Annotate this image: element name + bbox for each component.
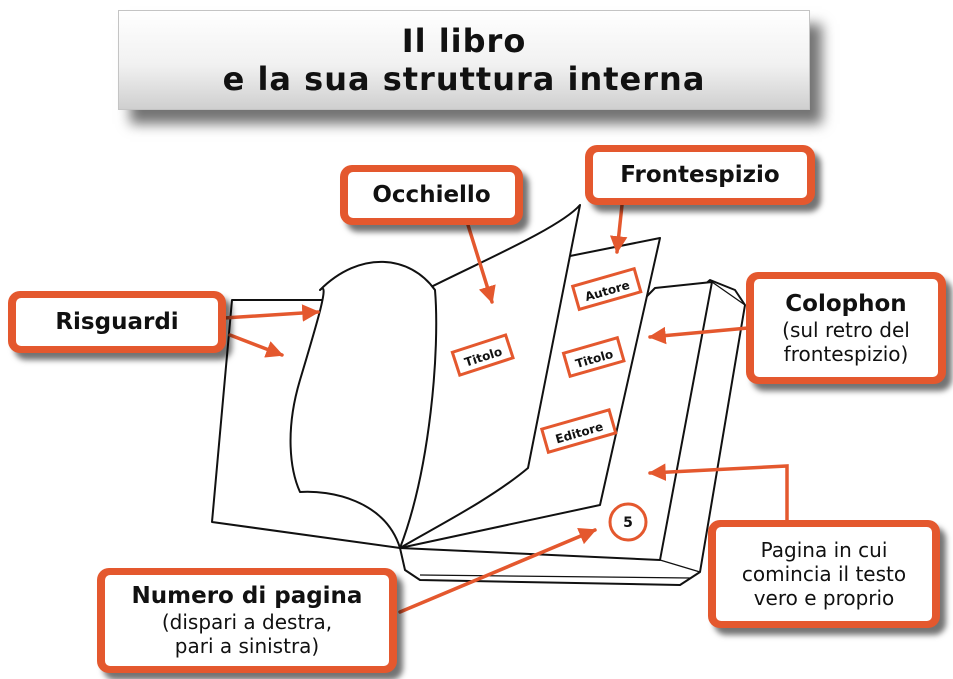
label-editore: Editore: [539, 408, 618, 455]
callout-colophon-line2: frontespizio): [783, 341, 909, 366]
callout-colophon-line1: (sul retro del: [782, 317, 910, 342]
callout-numero-pagina: Numero di pagina (dispari a destra, pari…: [97, 568, 397, 673]
callout-pagina-testo: Pagina in cui comincia il testo vero e p…: [708, 520, 940, 628]
title-line-2: e la sua struttura interna: [222, 60, 706, 98]
callout-occhiello-text: Occhiello: [372, 181, 491, 208]
arrow-risguardi-2: [228, 333, 284, 358]
callout-pagina-testo-line3: vero e proprio: [753, 586, 895, 610]
callout-colophon: Colophon (sul retro del frontespizio): [746, 272, 946, 384]
callout-numero-pagina-line2: pari a sinistra): [174, 634, 320, 658]
callout-risguardi: Risguardi: [8, 291, 226, 353]
title-banner: Il libro e la sua struttura interna: [118, 10, 810, 110]
page-number-marker: 5: [608, 502, 648, 542]
half-title-page: [399, 204, 581, 549]
callout-numero-pagina-title: Numero di pagina: [131, 583, 363, 609]
callout-pagina-testo-line2: comincia il testo: [741, 562, 907, 586]
page-number-text: 5: [623, 515, 633, 531]
callout-numero-pagina-line1: (dispari a destra,: [161, 610, 333, 634]
book-drawing: [211, 204, 746, 586]
callout-risguardi-text: Risguardi: [55, 308, 179, 335]
title-line-1: Il libro: [401, 22, 527, 60]
callout-pagina-testo-line1: Pagina in cui: [760, 538, 888, 562]
arrows: [222, 203, 789, 614]
arrow-numero-pagina: [398, 528, 597, 614]
callout-colophon-title: Colophon: [785, 290, 907, 317]
callout-occhiello: Occhiello: [340, 165, 523, 225]
callout-frontespizio-text: Frontespizio: [620, 161, 780, 188]
arrow-frontespizio: [609, 203, 628, 254]
arrow-occhiello: [466, 223, 496, 304]
arrow-colophon: [648, 326, 750, 345]
arrow-pagina-testo: [648, 463, 789, 524]
label-autore: Autore: [570, 266, 643, 312]
arrow-risguardi-1: [222, 304, 320, 322]
curled-endpaper: [289, 260, 438, 549]
callout-frontespizio: Frontespizio: [585, 145, 815, 205]
label-titolo-frontespizio: Titolo: [561, 335, 626, 379]
